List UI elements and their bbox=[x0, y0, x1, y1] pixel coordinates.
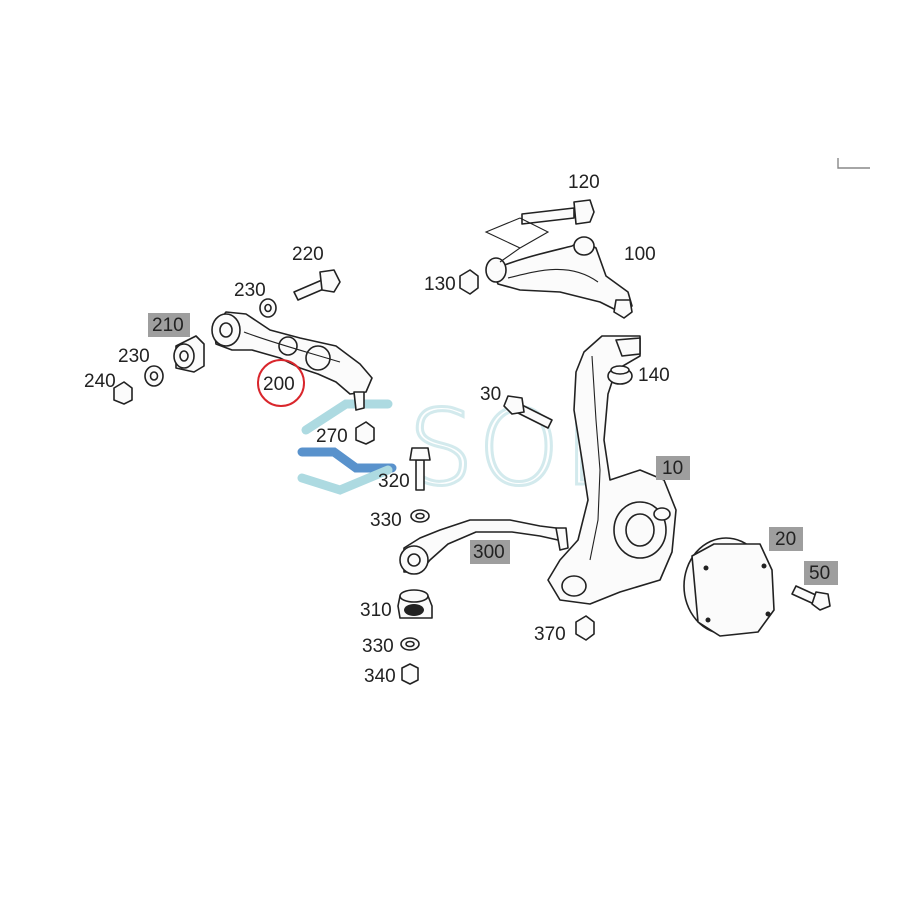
label-320: 320 bbox=[378, 471, 410, 492]
label-140: 140 bbox=[638, 365, 670, 386]
bolt-50 bbox=[791, 585, 831, 611]
nut-270 bbox=[355, 421, 375, 445]
bolt-320 bbox=[409, 447, 431, 491]
grommet-140 bbox=[607, 365, 633, 385]
label-230-lower: 230 bbox=[118, 346, 150, 367]
corner-mark bbox=[837, 158, 870, 169]
label-10: 10 bbox=[662, 458, 683, 479]
washer-230-upper bbox=[259, 298, 277, 318]
bolt-30 bbox=[503, 395, 553, 429]
nut-130 bbox=[459, 269, 479, 295]
label-120: 120 bbox=[568, 172, 600, 193]
label-300-box bbox=[470, 540, 510, 564]
label-230-upper: 230 bbox=[234, 280, 266, 301]
lower-control-arm-200 bbox=[211, 311, 373, 411]
label-220: 220 bbox=[292, 244, 324, 265]
nut-340 bbox=[401, 663, 419, 685]
bolt-220 bbox=[293, 269, 341, 301]
nut-240 bbox=[113, 381, 133, 405]
label-20-box bbox=[769, 527, 803, 551]
label-100: 100 bbox=[624, 244, 656, 265]
bushing-310 bbox=[397, 589, 433, 619]
washer-330-lower bbox=[400, 637, 420, 651]
label-330-upper: 330 bbox=[370, 510, 402, 531]
label-210-box bbox=[148, 313, 190, 337]
label-240: 240 bbox=[84, 371, 116, 392]
label-210: 210 bbox=[152, 315, 184, 336]
steering-knuckle-10 bbox=[547, 335, 677, 605]
label-370: 370 bbox=[534, 624, 566, 645]
label-270: 270 bbox=[316, 426, 348, 447]
label-200: 200 bbox=[263, 374, 295, 395]
highlight-circle-200 bbox=[257, 359, 305, 407]
label-20: 20 bbox=[775, 529, 796, 550]
watermark-logo bbox=[297, 399, 397, 495]
label-330-lower: 330 bbox=[362, 636, 394, 657]
wheel-hub-20 bbox=[683, 537, 775, 637]
label-10-box bbox=[656, 456, 690, 480]
bushing-210 bbox=[173, 335, 205, 373]
label-300: 300 bbox=[473, 542, 505, 563]
label-50: 50 bbox=[809, 563, 830, 584]
nut-370 bbox=[575, 615, 595, 641]
label-50-box bbox=[804, 561, 838, 585]
label-30: 30 bbox=[480, 384, 501, 405]
upper-control-arm-100 bbox=[485, 236, 633, 319]
tension-strut-300 bbox=[399, 519, 569, 575]
washer-330-upper bbox=[410, 509, 430, 523]
label-310: 310 bbox=[360, 600, 392, 621]
bolt-120 bbox=[521, 199, 595, 225]
label-340: 340 bbox=[364, 666, 396, 687]
label-130: 130 bbox=[424, 274, 456, 295]
washer-230-lower bbox=[144, 365, 164, 387]
leader-lines-120 bbox=[484, 217, 550, 263]
